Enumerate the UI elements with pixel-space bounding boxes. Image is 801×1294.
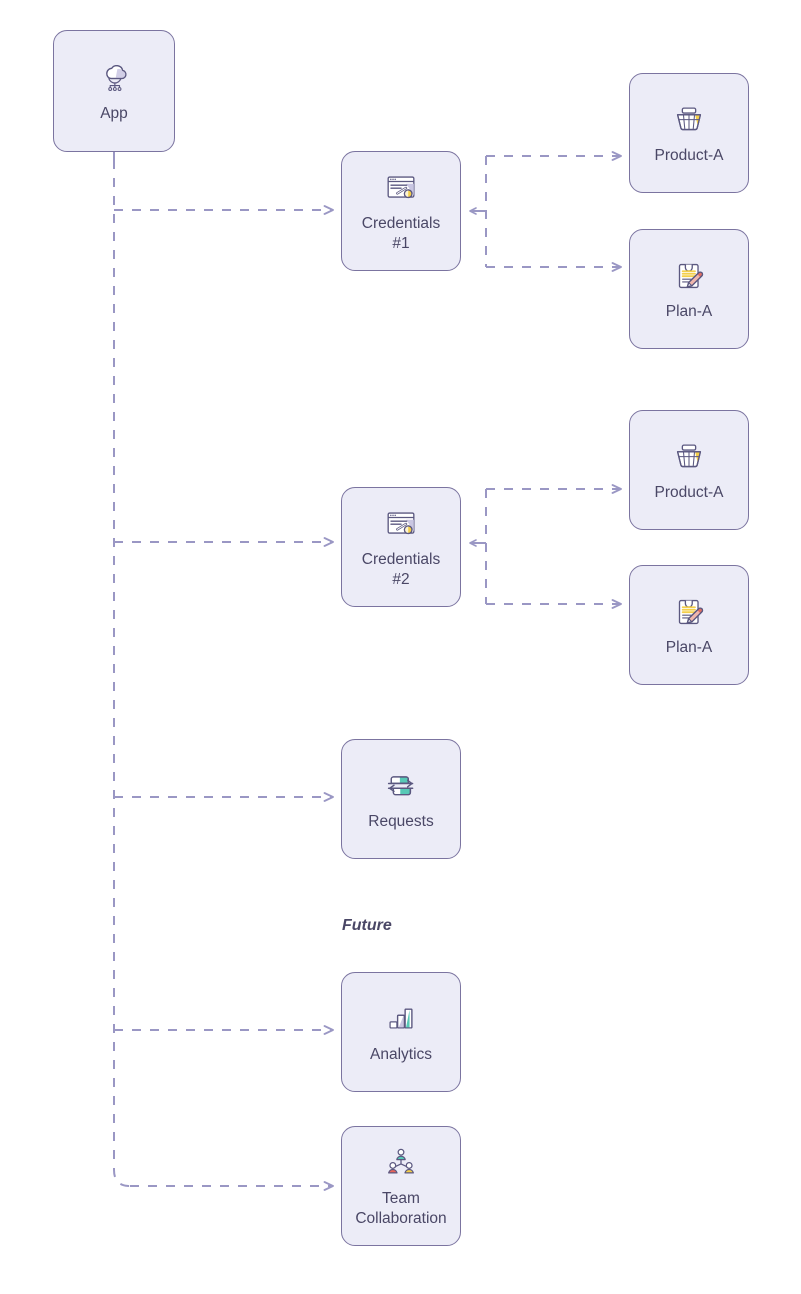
node-label: Credentials #1	[361, 215, 441, 252]
node-label: Credentials #2	[361, 551, 441, 588]
node-label: Team Collaboration	[355, 1190, 447, 1227]
bar-chart-icon	[382, 1000, 420, 1038]
node-product-a-1[interactable]: Product-A	[629, 73, 749, 193]
cloud-network-icon	[95, 59, 133, 97]
browser-key-icon	[382, 169, 420, 207]
node-label: Requests	[368, 812, 434, 830]
node-label: Plan-A	[665, 638, 713, 656]
node-plan-a-1[interactable]: Plan-A	[629, 229, 749, 349]
clipboard-pencil-icon	[670, 593, 708, 631]
node-label: Product-A	[654, 146, 724, 164]
node-label: Analytics	[369, 1045, 433, 1063]
browser-key-icon	[382, 505, 420, 543]
node-app[interactable]: App	[53, 30, 175, 152]
node-requests[interactable]: Requests	[341, 739, 461, 859]
node-label: Plan-A	[665, 302, 713, 320]
node-plan-a-2[interactable]: Plan-A	[629, 565, 749, 685]
exchange-arrows-icon	[382, 767, 420, 805]
section-label-future: Future	[342, 917, 392, 934]
shopping-basket-icon	[670, 101, 708, 139]
shopping-basket-icon	[670, 438, 708, 476]
edge-trunk	[113, 160, 131, 1187]
node-team-collaboration[interactable]: Team Collaboration	[341, 1126, 461, 1246]
node-label: Product-A	[654, 483, 724, 501]
node-credentials-2[interactable]: Credentials #2	[341, 487, 461, 607]
people-org-icon	[382, 1144, 420, 1182]
node-credentials-1[interactable]: Credentials #1	[341, 151, 461, 271]
clipboard-pencil-icon	[670, 257, 708, 295]
node-product-a-2[interactable]: Product-A	[629, 410, 749, 530]
node-analytics[interactable]: Analytics	[341, 972, 461, 1092]
node-label: App	[100, 104, 128, 122]
